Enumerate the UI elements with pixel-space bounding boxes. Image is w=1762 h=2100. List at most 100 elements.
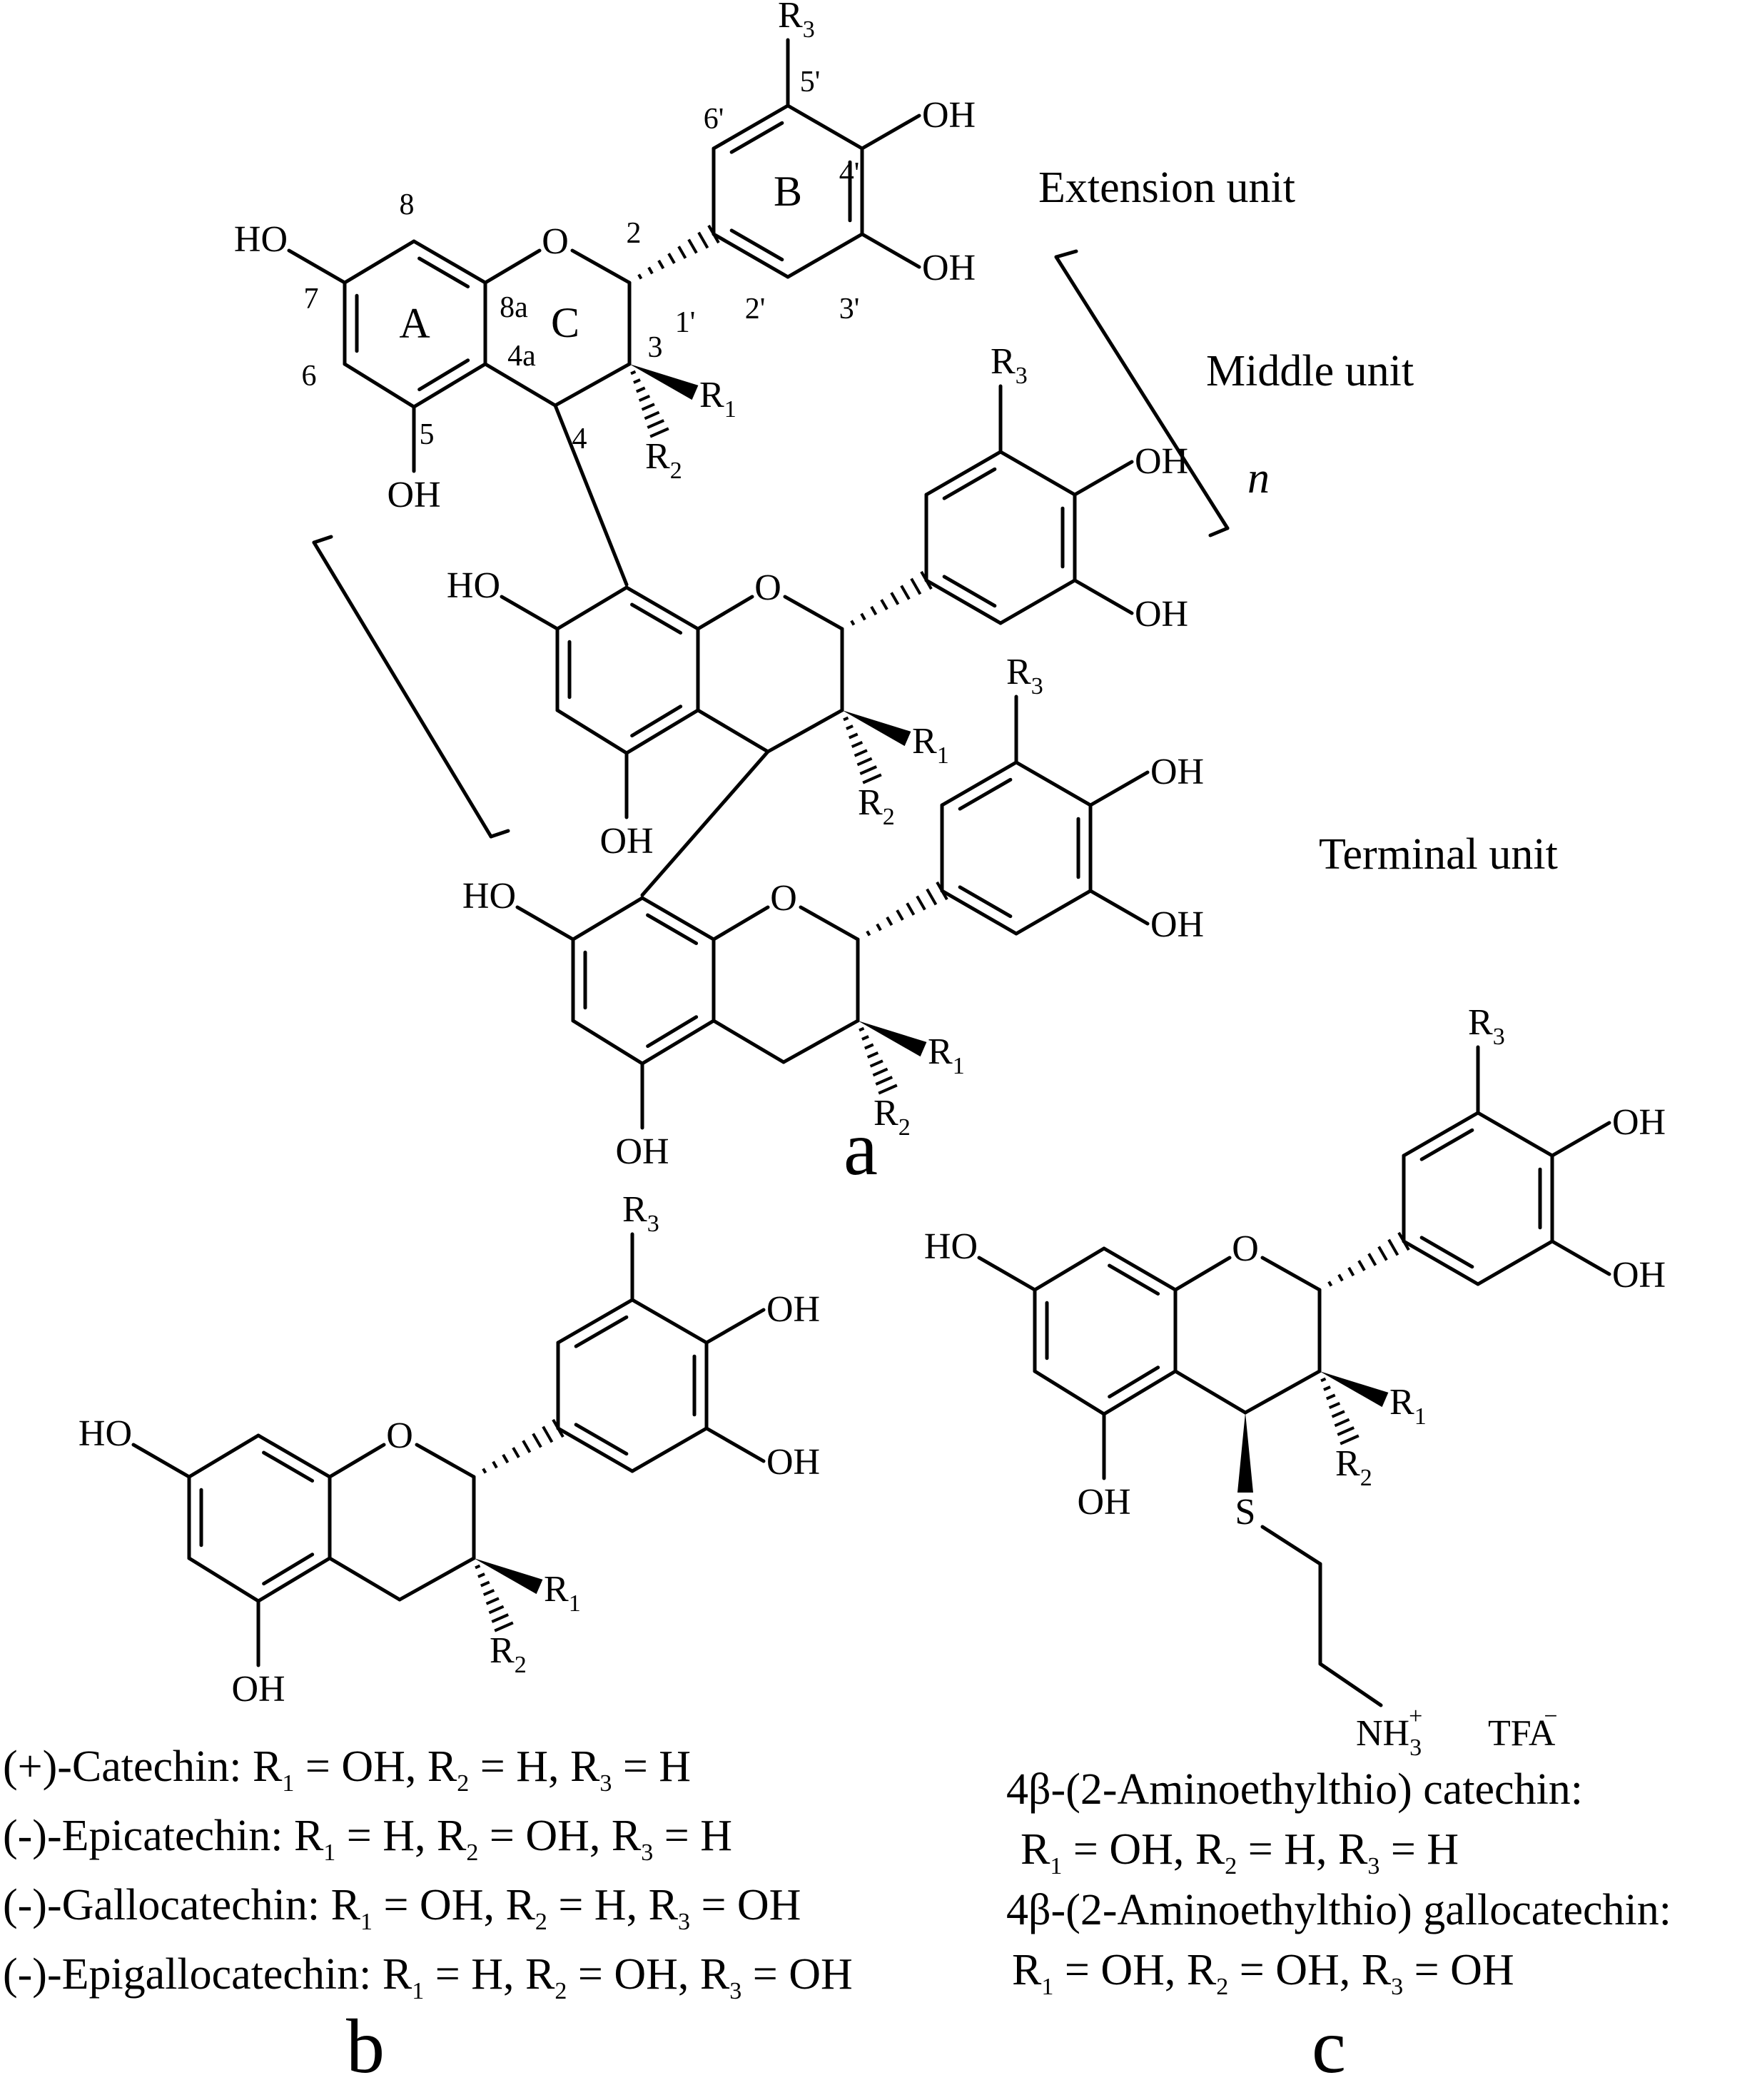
atom-number: 4a xyxy=(507,340,536,373)
bond-b-ring xyxy=(786,104,864,151)
hydroxyl-7: HO xyxy=(234,219,288,260)
double-bond xyxy=(958,777,1013,811)
double-bond xyxy=(942,575,997,608)
panel-label-a: a xyxy=(844,1106,878,1191)
wedge-r1 xyxy=(1320,1371,1389,1408)
ring-label-c: C xyxy=(551,299,579,346)
substituent-r3: R3 xyxy=(622,1189,659,1237)
bond-c-ring xyxy=(712,905,770,942)
hydroxyl-3prime: OH xyxy=(1150,904,1204,945)
bond-oh xyxy=(1073,578,1134,615)
wedge-r1 xyxy=(474,1558,543,1595)
ammonium: NH3+ xyxy=(1356,1703,1422,1761)
substituent-r2: R2 xyxy=(874,1093,911,1141)
repeat-bracket-tick xyxy=(312,535,333,545)
ring-oxygen: O xyxy=(754,567,781,608)
bond-c-ring xyxy=(1243,1369,1322,1415)
bond-b-ring xyxy=(1014,760,1093,807)
hydroxyl-7: HO xyxy=(462,876,516,917)
bond-a-ring xyxy=(624,708,700,755)
double-bond xyxy=(942,467,997,500)
bond-oh xyxy=(1550,1239,1611,1276)
legend-b-entry: (-)-Epigallocatechin: R1 = H, R2 = OH, R… xyxy=(3,1950,853,2004)
bond-c-ring xyxy=(553,362,632,408)
substituent-r3: R3 xyxy=(1006,652,1043,700)
bond-a-ring xyxy=(624,585,700,631)
wedge-c4-s xyxy=(1237,1413,1253,1493)
label-middle-unit: Middle unit xyxy=(1206,347,1414,395)
double-bond xyxy=(417,358,470,392)
repeat-count-n: n xyxy=(1247,454,1270,503)
hydroxyl-7: HO xyxy=(924,1226,978,1267)
substituent-r1: R1 xyxy=(928,1031,965,1079)
bonds xyxy=(131,38,1611,1707)
atom-number: 1' xyxy=(675,306,696,339)
bond-oh xyxy=(1088,889,1150,926)
atom-number: 2' xyxy=(745,293,766,325)
double-bond xyxy=(630,705,683,738)
atom-number: 8 xyxy=(400,188,415,221)
bond-a-ring xyxy=(412,362,487,409)
substituent-r2: R2 xyxy=(490,1630,527,1678)
atom-number: 4 xyxy=(572,423,587,455)
substituent-r1: R1 xyxy=(699,375,736,423)
bond-b-ring xyxy=(1014,889,1093,936)
bond-c-ring xyxy=(766,708,844,754)
panel-label-b: b xyxy=(346,2004,385,2089)
repeat-bracket-tick xyxy=(1208,526,1230,537)
bond-a-ring xyxy=(555,585,629,631)
bond-c-ring xyxy=(783,595,844,631)
bond-c-ring xyxy=(398,1556,476,1602)
bond-oh xyxy=(500,595,560,631)
bond-oh xyxy=(515,905,575,942)
bond-b-ring xyxy=(712,232,790,279)
bond-b-ring xyxy=(924,578,1003,625)
bond-a-ring xyxy=(571,1019,644,1066)
hydroxyl-5: OH xyxy=(615,1131,669,1172)
hydroxyl-3prime: OH xyxy=(922,248,976,288)
bond-oh xyxy=(287,248,347,285)
legend-c-values: R1 = OH, R2 = H, R3 = H xyxy=(1021,1825,1459,1879)
wedge-r1 xyxy=(842,710,911,747)
double-bond xyxy=(630,602,683,635)
hashed-c2-b xyxy=(866,881,948,937)
bond-c-ring xyxy=(1260,1256,1322,1292)
hashed-r2 xyxy=(1320,1377,1360,1445)
bond-oh xyxy=(704,1426,766,1463)
double-bond xyxy=(417,256,470,288)
hashed-c2-b xyxy=(1327,1231,1410,1287)
bond-c-ring xyxy=(1173,1256,1232,1292)
hydroxyl-4prime: OH xyxy=(1612,1102,1666,1143)
bond-b-ring xyxy=(1402,1239,1480,1286)
bond-a-ring xyxy=(1033,1246,1106,1292)
bond-a-ring xyxy=(640,1019,716,1066)
bond-oh xyxy=(860,113,921,151)
bond-a-ring xyxy=(1102,1369,1178,1416)
bond-b-ring xyxy=(940,760,1018,807)
sulfur: S xyxy=(1235,1492,1256,1533)
substituent-r3: R3 xyxy=(778,0,815,43)
bond-b-ring xyxy=(1402,1111,1480,1158)
panel-label-c: c xyxy=(1312,2004,1346,2089)
bond-c-ring xyxy=(415,1443,476,1479)
bond-oh xyxy=(131,1443,191,1479)
bond-a-ring xyxy=(412,239,487,285)
bond-oh xyxy=(1073,460,1134,497)
hydroxyl-4prime: OH xyxy=(766,1289,820,1330)
hydroxyl-5: OH xyxy=(599,821,653,862)
bond-a-ring xyxy=(571,896,644,942)
bond-b-ring xyxy=(998,578,1077,625)
bond-c-ring xyxy=(1173,1369,1247,1415)
hashed-r2 xyxy=(475,1564,514,1632)
bond-a-ring xyxy=(187,1433,260,1479)
bond-c-ring xyxy=(781,1019,860,1064)
double-bond xyxy=(1419,1236,1474,1269)
atom-number: 3 xyxy=(648,331,663,364)
legend-c-values: R1 = OH, R2 = OH, R3 = OH xyxy=(1012,1946,1514,2000)
legend-c-name: 4β-(2-Aminoethylthio) catechin: xyxy=(1006,1765,1583,1814)
bond-s-ch2 xyxy=(1260,1525,1322,1566)
legend-b-entry: (-)-Gallocatechin: R1 = OH, R2 = H, R3 =… xyxy=(3,1881,801,1935)
bond-a-ring xyxy=(640,896,716,942)
